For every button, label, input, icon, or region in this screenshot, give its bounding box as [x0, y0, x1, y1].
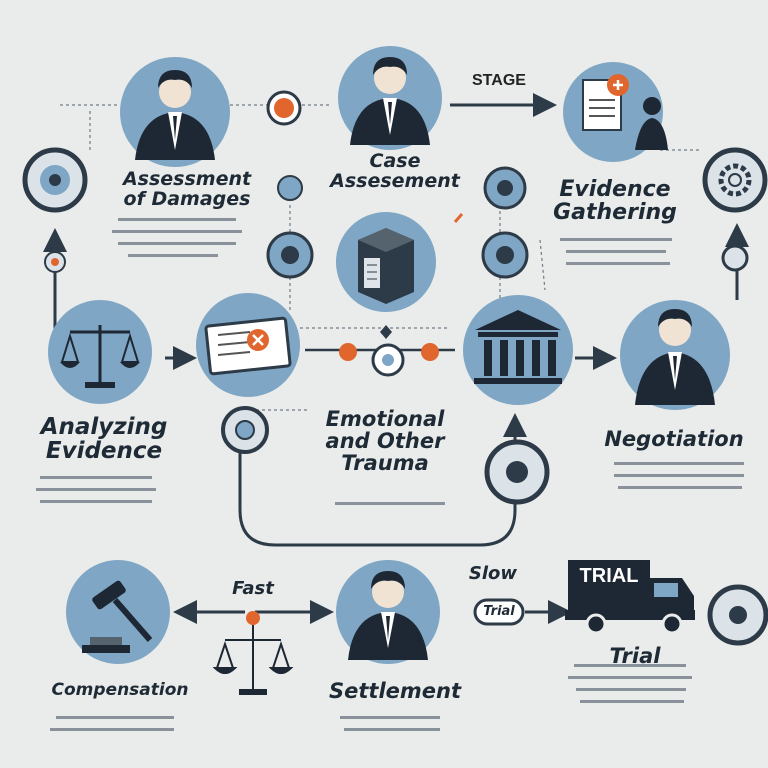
ring-icons: [22, 90, 768, 646]
trial-badge-shape: [473, 598, 525, 626]
label-case-assessment: Case Assesement: [330, 150, 460, 192]
label-assessment-damages: Assessment of Damages: [122, 168, 252, 210]
circle-analyzing-evidence: [48, 300, 152, 404]
label-evidence-gathering: Evidence Gathering: [553, 177, 677, 226]
circle-case-assessment: [338, 46, 442, 150]
circle-document-reject: [196, 293, 300, 397]
label-negotiation: Negotiation: [604, 427, 744, 451]
label-settlement: Settlement: [329, 679, 461, 703]
label-analyzing-evidence: Analyzing Evidence: [40, 414, 168, 465]
stage-label: STAGE: [472, 72, 526, 89]
label-compensation: Compensation: [51, 680, 189, 700]
truck-sign-label: TRIAL: [579, 565, 639, 587]
circle-compensation: [66, 560, 170, 664]
label-trial: Trial: [609, 644, 661, 668]
circle-evidence-gathering: [563, 62, 668, 162]
scale-icon: [212, 625, 294, 695]
circle-vault: [336, 212, 436, 312]
label-emotional-trauma: Emotional and Other Trauma: [325, 407, 445, 476]
circle-assessment-damages: [120, 57, 230, 167]
truck-icon: [565, 560, 695, 635]
circle-courthouse: [463, 295, 573, 405]
trial-badge-label: Trial: [483, 604, 515, 619]
fast-label: Fast: [232, 578, 274, 599]
circle-negotiation: [620, 300, 730, 410]
slow-label: Slow: [468, 563, 518, 584]
circle-settlement: [336, 560, 440, 664]
